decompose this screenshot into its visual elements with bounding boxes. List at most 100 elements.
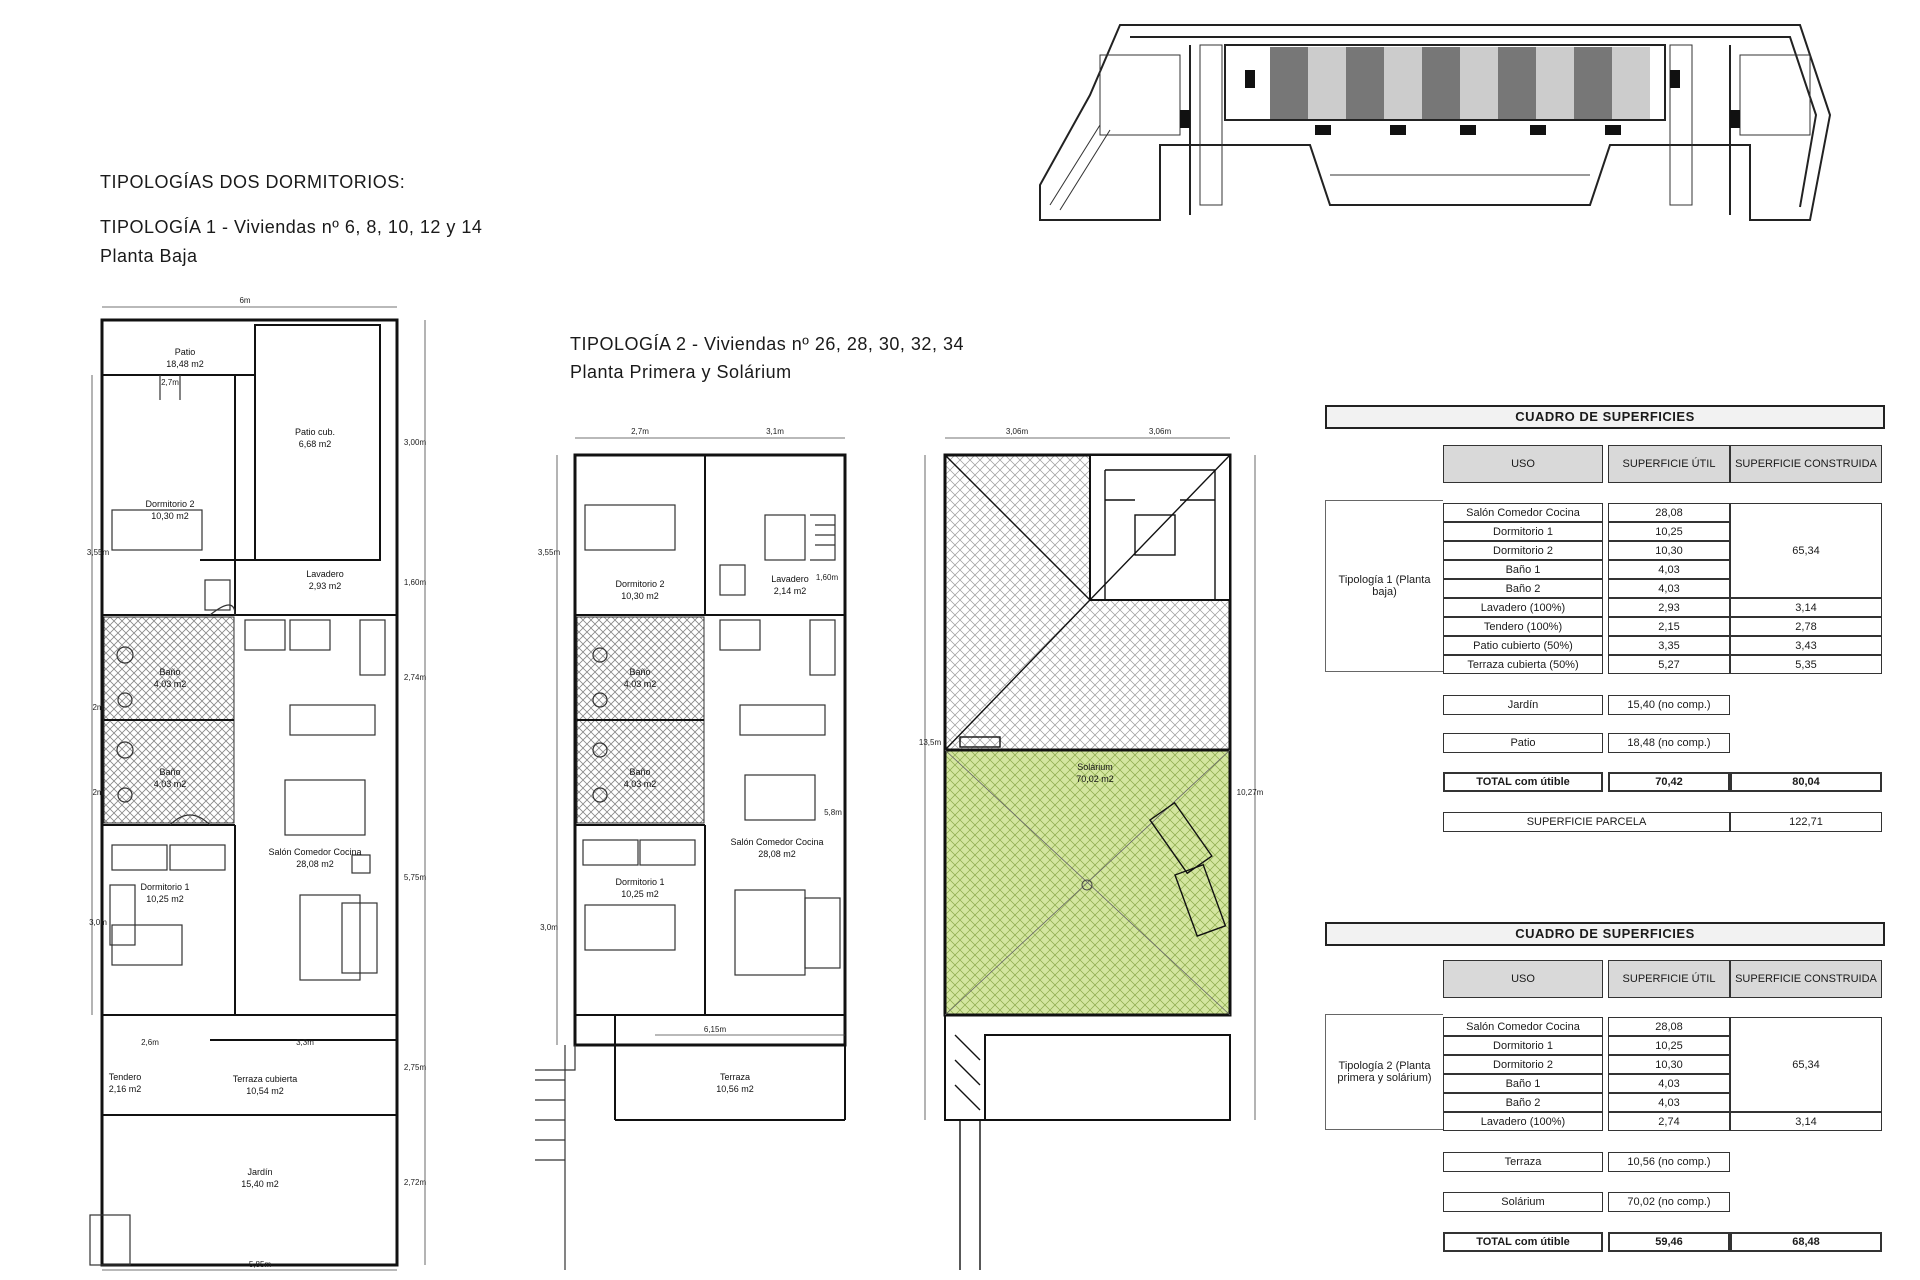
solarium-plan: Solárium 70,02 m2 3,06m 3,06m 13,5m 10,2… bbox=[919, 427, 1264, 1270]
table2-total-built: 65,34 bbox=[1730, 1017, 1882, 1112]
table1-group-label: Tipología 1 (Planta baja) bbox=[1325, 500, 1443, 672]
sol-dim-w1: 3,06m bbox=[1006, 427, 1029, 436]
p1-lavadero-area: 2,93 m2 bbox=[309, 581, 342, 591]
p1-dorm1: Dormitorio 1 bbox=[140, 882, 189, 892]
sol-dim-left: 13,5m bbox=[919, 738, 942, 747]
p1-dim-bottom: 5,85m bbox=[249, 1260, 272, 1269]
p1-patio-cub-area: 6,68 m2 bbox=[299, 439, 332, 449]
tipologia-1-heading: TIPOLOGÍA 1 - Viviendas nº 6, 8, 10, 12 … bbox=[100, 217, 483, 237]
tipologia-2-floor: Planta Primera y Solárium bbox=[570, 362, 792, 382]
p1-dim-right1: 3,00m bbox=[404, 438, 427, 447]
surface-table-2: CUADRO DE SUPERFICIES USO SUPERFICIE ÚTI… bbox=[1325, 922, 1885, 1262]
p1-tendero: Tendero bbox=[109, 1072, 142, 1082]
floor-plan-tipologia-2: Dormitorio 2 10,30 m2 Lavadero 2,14 m2 B… bbox=[535, 427, 847, 1270]
table1-row-value: 28,08 bbox=[1608, 503, 1730, 522]
site-units bbox=[1270, 47, 1650, 119]
p2-salon-area: 28,08 m2 bbox=[758, 849, 796, 859]
p2-dim-w1: 2,7m bbox=[631, 427, 649, 436]
p1-lavadero: Lavadero bbox=[306, 569, 344, 579]
p2-bano1-area: 4,03 m2 bbox=[624, 679, 657, 689]
p2-bano1: Baño bbox=[629, 667, 650, 677]
table1-jardin-value: 15,40 (no comp.) bbox=[1608, 695, 1730, 715]
p2-dim-right1: 1,60m bbox=[816, 573, 839, 582]
table2-row-value: 4,03 bbox=[1608, 1074, 1730, 1093]
p1-dim-w1: 2,7m bbox=[161, 378, 179, 387]
table1-patio-value: 18,48 (no comp.) bbox=[1608, 733, 1730, 753]
p1-dim-left4: 3,0m bbox=[89, 918, 107, 927]
table1-extra-label: Tendero (100%) bbox=[1443, 617, 1603, 636]
table2-terraza-value: 10,56 (no comp.) bbox=[1608, 1152, 1730, 1172]
tipologia-1-floor: Planta Baja bbox=[100, 246, 198, 266]
p1-dim-left2: 2m bbox=[92, 703, 103, 712]
p2-dim-left2: 3,0m bbox=[540, 923, 558, 932]
p2-dorm2-area: 10,30 m2 bbox=[621, 591, 659, 601]
table2-header-construida: SUPERFICIE CONSTRUIDA bbox=[1730, 960, 1882, 998]
sol-dim-w2: 3,06m bbox=[1149, 427, 1172, 436]
table1-row-value: 4,03 bbox=[1608, 560, 1730, 579]
table1-extra-built: 2,78 bbox=[1730, 617, 1882, 636]
p2-dim-bottom: 6,15m bbox=[704, 1025, 727, 1034]
p2-bano2: Baño bbox=[629, 767, 650, 777]
table1-header-construida: SUPERFICIE CONSTRUIDA bbox=[1730, 445, 1882, 483]
table1-extra-label: Patio cubierto (50%) bbox=[1443, 636, 1603, 655]
table1-row-label: Baño 1 bbox=[1443, 560, 1603, 579]
table2-terraza-label: Terraza bbox=[1443, 1152, 1603, 1172]
table1-extra-built: 3,43 bbox=[1730, 636, 1882, 655]
floor-plan-tipologia-1: Patio 18,48 m2 Patio cub. 6,68 m2 Dormit… bbox=[87, 296, 427, 1271]
table2-total-util: 59,46 bbox=[1608, 1232, 1730, 1252]
table1-extra-util: 2,93 bbox=[1608, 598, 1730, 617]
p1-terraza-area: 10,54 m2 bbox=[246, 1086, 284, 1096]
p1-patio-cub: Patio cub. bbox=[295, 427, 335, 437]
p1-dim-right4: 5,75m bbox=[404, 873, 427, 882]
p1-dim-right5: 2,75m bbox=[404, 1063, 427, 1072]
table2-total-label: TOTAL com útible bbox=[1443, 1232, 1603, 1252]
table1-row-label: Salón Comedor Cocina bbox=[1443, 503, 1603, 522]
p1-dim-left1: 3,55m bbox=[87, 548, 110, 557]
p1-bano1: Baño bbox=[159, 667, 180, 677]
table2-total-built-sum: 68,48 bbox=[1730, 1232, 1882, 1252]
p1-dorm2: Dormitorio 2 bbox=[145, 499, 194, 509]
table1-row-label: Dormitorio 1 bbox=[1443, 522, 1603, 541]
table2-row-value: 28,08 bbox=[1608, 1017, 1730, 1036]
p1-terraza: Terraza cubierta bbox=[233, 1074, 298, 1084]
table2-row-label: Lavadero (100%) bbox=[1443, 1112, 1603, 1131]
table2-header-uso: USO bbox=[1443, 960, 1603, 998]
p2-dim-w2: 3,1m bbox=[766, 427, 784, 436]
p1-bano2-area: 4,03 m2 bbox=[154, 779, 187, 789]
p1-dim-left3: 2m bbox=[92, 788, 103, 797]
table1-header-uso: USO bbox=[1443, 445, 1603, 483]
table2-solarium-label: Solárium bbox=[1443, 1192, 1603, 1212]
site-plan bbox=[1039, 24, 1832, 221]
table2-solarium-value: 70,02 (no comp.) bbox=[1608, 1192, 1730, 1212]
tipologia-2-heading: TIPOLOGÍA 2 - Viviendas nº 26, 28, 30, 3… bbox=[570, 334, 964, 354]
table1-total-built: 65,34 bbox=[1730, 503, 1882, 598]
p1-tendero-area: 2,16 m2 bbox=[109, 1084, 142, 1094]
table2-row-value: 10,30 bbox=[1608, 1055, 1730, 1074]
p1-salon: Salón Comedor Cocina bbox=[268, 847, 361, 857]
table1-patio-label: Patio bbox=[1443, 733, 1603, 753]
table2-row-label: Dormitorio 1 bbox=[1443, 1036, 1603, 1055]
p2-lavadero-area: 2,14 m2 bbox=[774, 586, 807, 596]
table1-title: CUADRO DE SUPERFICIES bbox=[1325, 405, 1885, 429]
table1-row-value: 10,25 bbox=[1608, 522, 1730, 541]
table2-title: CUADRO DE SUPERFICIES bbox=[1325, 922, 1885, 946]
p2-dorm2: Dormitorio 2 bbox=[615, 579, 664, 589]
p1-dim-t2: 3,3m bbox=[296, 1038, 314, 1047]
table1-parcela-label: SUPERFICIE PARCELA bbox=[1443, 812, 1730, 832]
table1-row-label: Baño 2 bbox=[1443, 579, 1603, 598]
p2-salon: Salón Comedor Cocina bbox=[730, 837, 823, 847]
table1-header-util: SUPERFICIE ÚTIL bbox=[1608, 445, 1730, 483]
table2-lav-built: 3,14 bbox=[1730, 1112, 1882, 1131]
table2-row-value: 2,74 bbox=[1608, 1112, 1730, 1131]
p1-patio: Patio bbox=[175, 347, 196, 357]
p2-dim-left1: 3,55m bbox=[538, 548, 561, 557]
p1-bano1-area: 4,03 m2 bbox=[154, 679, 187, 689]
p1-dim-right6: 2,72m bbox=[404, 1178, 427, 1187]
p2-bano2-area: 4,03 m2 bbox=[624, 779, 657, 789]
p1-dim-right3: 2,74m bbox=[404, 673, 427, 682]
table1-extra-label: Terraza cubierta (50%) bbox=[1443, 655, 1603, 674]
table1-row-value: 10,30 bbox=[1608, 541, 1730, 560]
p1-dim-t1: 2,6m bbox=[141, 1038, 159, 1047]
p1-dorm2-area: 10,30 m2 bbox=[151, 511, 189, 521]
sol-dim-right: 10,27m bbox=[1237, 788, 1264, 797]
